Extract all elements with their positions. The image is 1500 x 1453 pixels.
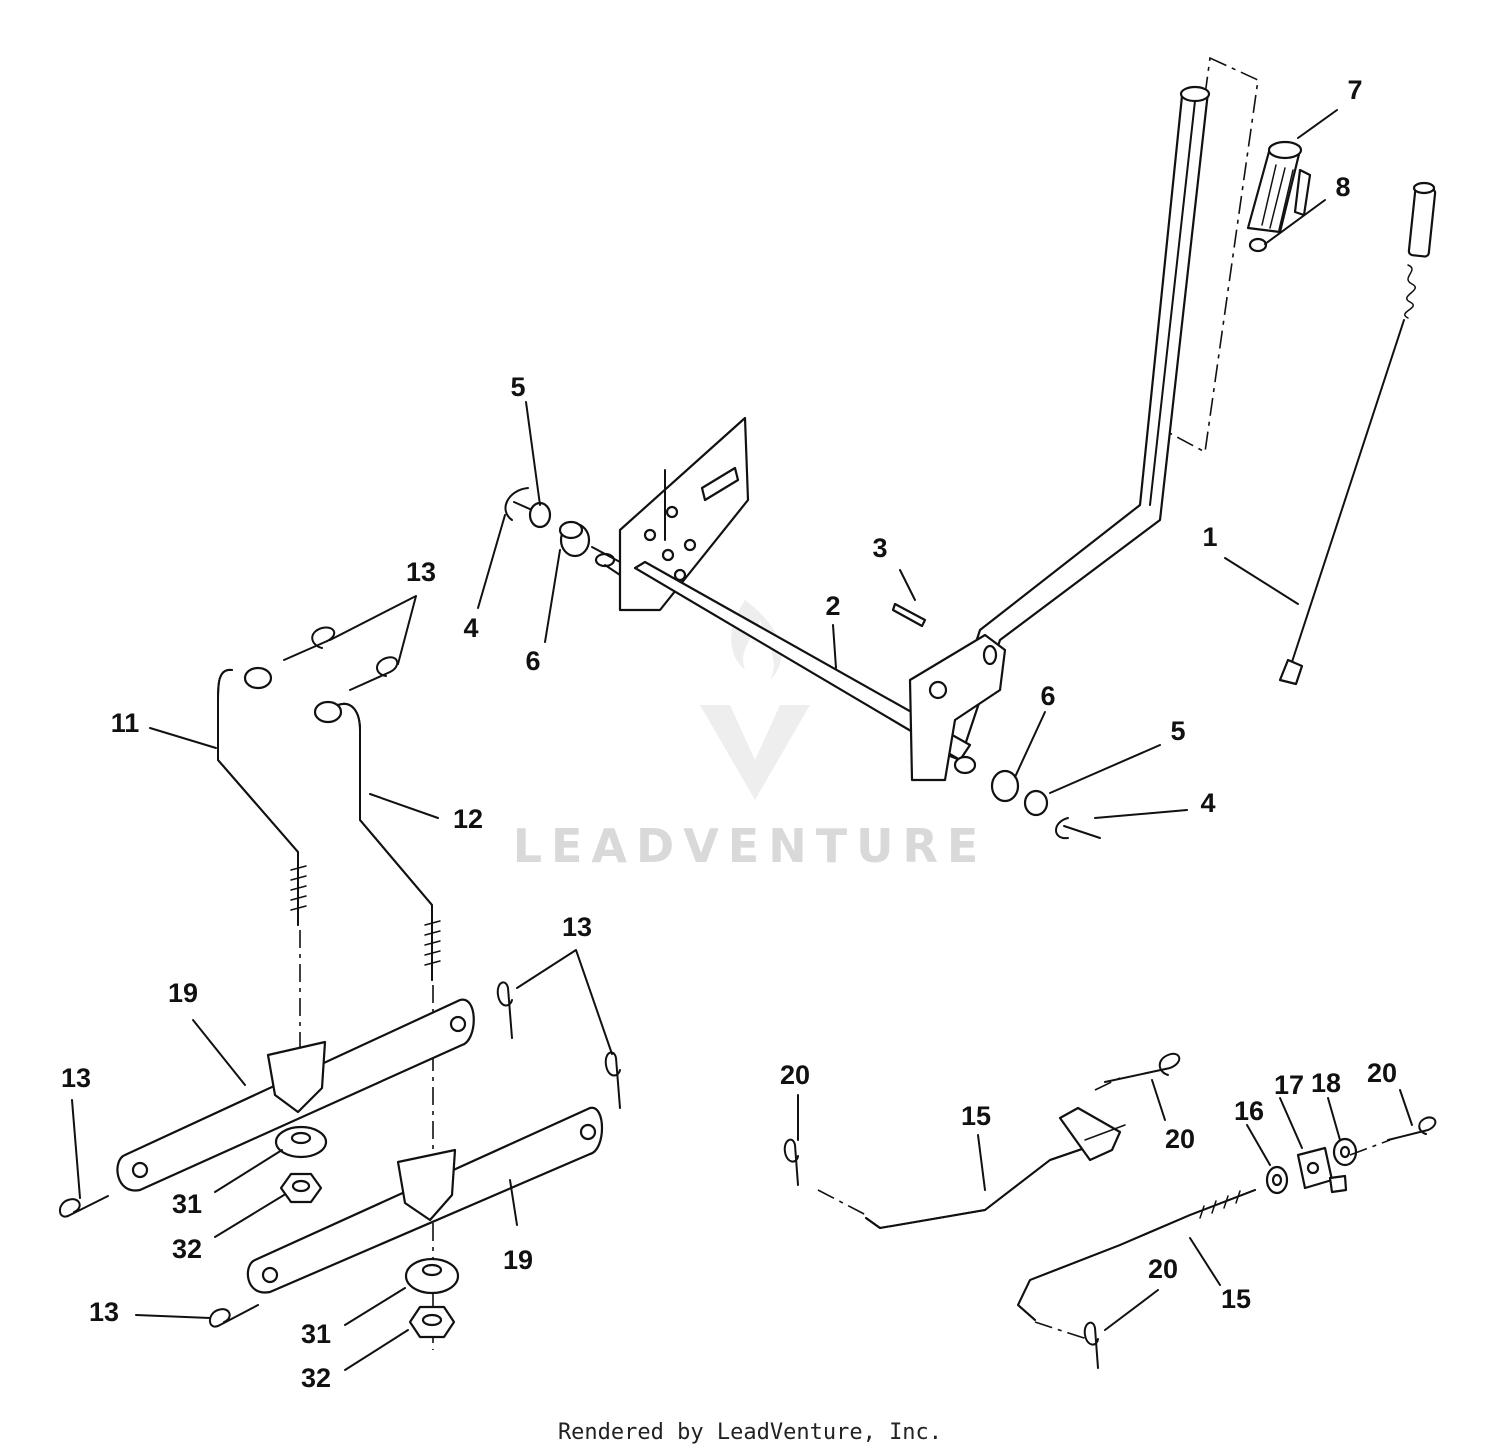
washer-right — [1023, 789, 1049, 817]
callout-6-right: 6 — [1040, 681, 1055, 711]
callout-2: 2 — [825, 591, 840, 621]
callout-20-b: 20 — [1165, 1124, 1195, 1154]
callout-3: 3 — [872, 533, 887, 563]
leader-lines — [71, 109, 1413, 1371]
hairpin-13-f — [209, 1304, 259, 1328]
hairpin-20-a — [783, 1138, 799, 1186]
callout-20-a: 20 — [780, 1060, 810, 1090]
callout-15-lower: 15 — [1221, 1284, 1251, 1314]
callout-12: 12 — [453, 804, 483, 834]
roll-pin — [891, 602, 927, 628]
callout-32-upper: 32 — [172, 1234, 202, 1264]
washer-left — [528, 501, 552, 529]
callout-5-right: 5 — [1170, 716, 1185, 746]
spacer-upper — [274, 1125, 328, 1159]
shaft-pivot-bracket — [908, 633, 1007, 782]
hairpin-20-c — [1387, 1116, 1437, 1141]
dash-20a — [817, 1189, 867, 1216]
callout-6-left: 6 — [525, 646, 540, 676]
hairpin-13-e — [59, 1195, 109, 1218]
callout-4-right: 4 — [1200, 788, 1215, 818]
adjuster-rod-upper — [865, 1106, 1126, 1229]
shaft-end-left — [591, 546, 621, 563]
hairpin-13-d — [604, 1051, 621, 1109]
adjuster-nut-16 — [1265, 1165, 1289, 1195]
dash-20b — [1094, 1077, 1121, 1091]
lift-cable — [1278, 181, 1437, 686]
hairpin-20-b — [1104, 1052, 1181, 1083]
lift-link-rod-11 — [217, 666, 307, 926]
lift-link-rod-12 — [313, 700, 441, 981]
callout-1: 1 — [1202, 522, 1217, 552]
bushing-right — [953, 755, 1020, 803]
hairpin-13-c — [496, 981, 513, 1039]
callout-20-d: 20 — [1148, 1254, 1178, 1284]
callout-13-top: 13 — [406, 557, 436, 587]
callout-31-lower: 31 — [301, 1319, 331, 1349]
callout-17: 17 — [1274, 1070, 1304, 1100]
callout-7: 7 — [1347, 75, 1362, 105]
spacer-lower — [404, 1257, 460, 1295]
lift-shaft — [594, 552, 972, 762]
callout-20-c: 20 — [1367, 1058, 1397, 1088]
bushing-left — [558, 520, 591, 558]
callout-4-left: 4 — [463, 613, 478, 643]
callout-13-mid: 13 — [562, 912, 592, 942]
grip-screw — [1248, 237, 1268, 253]
callout-31-upper: 31 — [172, 1189, 202, 1219]
hairpin-13-a — [283, 626, 336, 661]
hairpin-13-b — [349, 656, 399, 691]
footer-credit: Rendered by LeadVenture, Inc. — [557, 1420, 943, 1445]
callout-15-upper: 15 — [961, 1101, 991, 1131]
callout-19-upper: 19 — [168, 978, 198, 1008]
callout-19-lower: 19 — [503, 1245, 533, 1275]
callout-32-lower: 32 — [301, 1363, 331, 1393]
hairpin-20-d — [1083, 1321, 1099, 1369]
adjuster-nut-18 — [1332, 1137, 1358, 1167]
trunnion-block-17 — [1296, 1146, 1348, 1194]
nut-upper — [279, 1172, 323, 1204]
callout-5-left: 5 — [510, 372, 525, 402]
dash-20d — [1034, 1321, 1091, 1341]
mounting-bracket — [618, 416, 750, 612]
retaining-ring-left — [504, 487, 533, 521]
adjuster-rod-lower — [1017, 1189, 1256, 1321]
lift-arm-upper — [116, 998, 475, 1192]
callout-8: 8 — [1335, 172, 1350, 202]
retaining-ring-right — [1055, 817, 1101, 840]
callout-13-bottom: 13 — [89, 1297, 119, 1327]
callout-16: 16 — [1234, 1096, 1264, 1126]
watermark-text: LEADVENTURE — [513, 819, 988, 873]
callout-18: 18 — [1311, 1068, 1341, 1098]
lift-arm-lower — [246, 1106, 603, 1294]
callout-11: 11 — [111, 708, 140, 738]
dash-18 — [1349, 1139, 1391, 1156]
nut-lower — [408, 1305, 456, 1339]
callout-13-left: 13 — [61, 1063, 91, 1093]
